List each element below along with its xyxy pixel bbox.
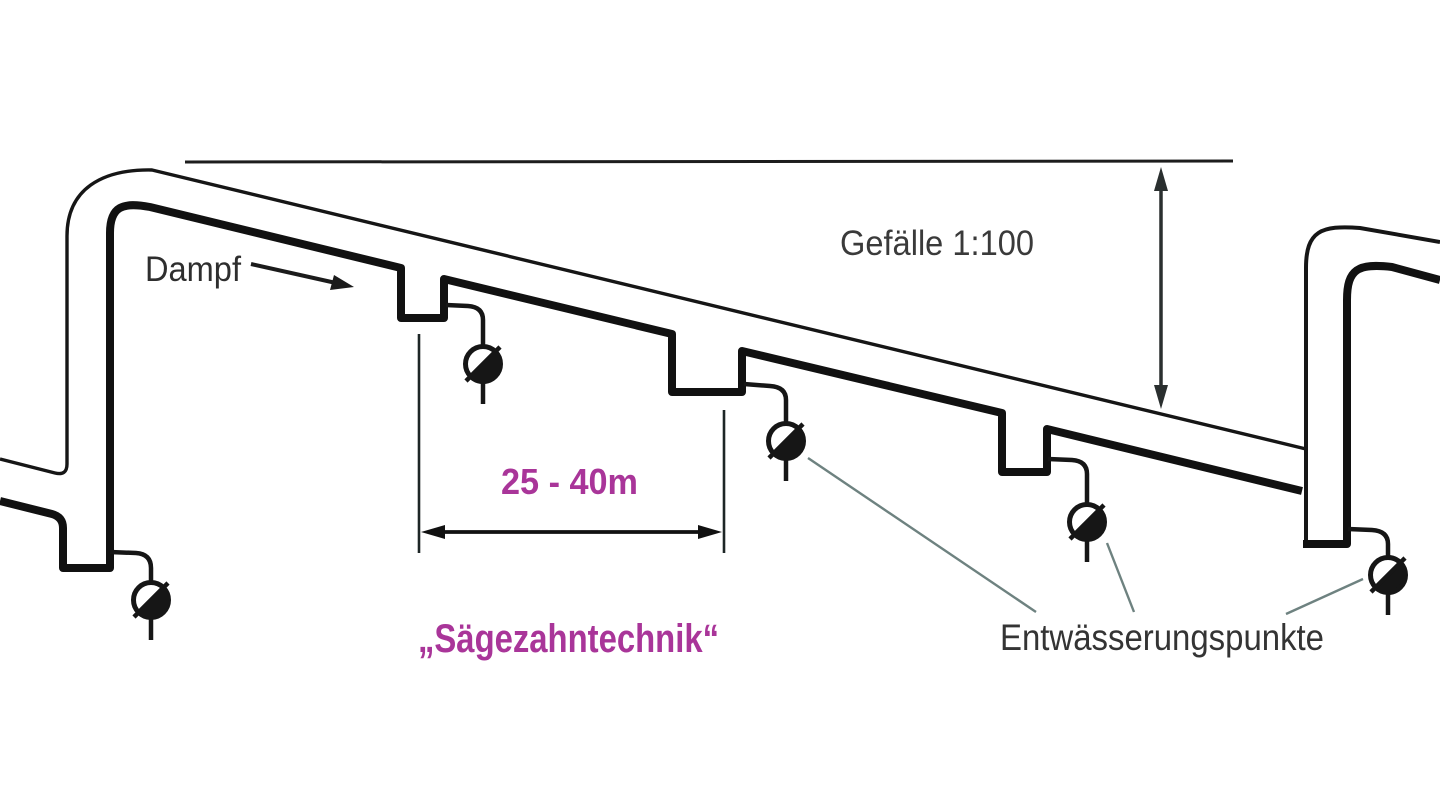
gradient-dimension-arrow: [1154, 167, 1168, 409]
drain-tube-2: [445, 302, 486, 345]
right-riser-left-wall: [1304, 225, 1440, 541]
gradient-label: Gefälle 1:100: [840, 224, 1034, 263]
drain-valve-icon: [1371, 558, 1406, 616]
drainage-points-label: Entwässerungspunkte: [1000, 617, 1324, 658]
drain-valve-icon: [769, 424, 804, 482]
drain-valve-icon: [466, 347, 501, 405]
technique-label: „Sägezahntechnik“: [418, 617, 719, 661]
drain-tube-1: [109, 549, 154, 581]
drain-tube-3: [743, 381, 789, 422]
drainage-leader-lines: [807, 457, 1364, 616]
horizontal-reference-line: [184, 159, 1234, 164]
drain-tube-4: [1047, 456, 1090, 503]
drain-valve-icon: [134, 583, 169, 641]
pipe-top-edge: [0, 168, 1307, 476]
drain-tube-5: [1347, 526, 1391, 556]
pipe-bottom-edge-sawtooth: [0, 201, 1303, 572]
steam-label: Dampf: [145, 250, 241, 289]
spacing-dimension: [417, 334, 726, 553]
drain-valve-icon: [1070, 505, 1105, 563]
right-riser-pipe: [1303, 261, 1440, 548]
spacing-label: 25 - 40m: [501, 461, 638, 502]
steam-flow-arrow: [250, 262, 354, 290]
